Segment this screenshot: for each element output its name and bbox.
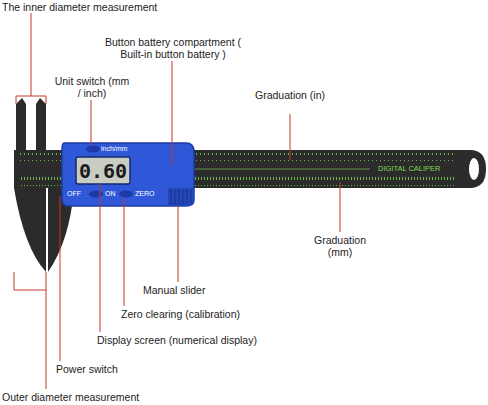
thumb-grip: [168, 188, 194, 206]
slider-leader: [178, 206, 179, 282]
lcd-screen: [76, 157, 130, 184]
mm-leader: [340, 182, 341, 232]
hang-hole: [469, 158, 479, 180]
display-leader: [100, 184, 101, 332]
callout-label: Power switch: [56, 363, 118, 375]
callout-label: Button battery compartment ( Built-in bu…: [97, 36, 249, 60]
power-leader: [60, 196, 61, 361]
slider-body: [62, 143, 194, 206]
callout-label: Manual slider: [143, 284, 205, 296]
inner-leader: [31, 13, 32, 96]
callout-label: Unit switch (mm / inch): [54, 75, 130, 99]
power-button: [89, 191, 103, 198]
callout-label: The inner diameter measurement: [2, 1, 157, 13]
leader-lines: [14, 13, 340, 389]
callout-label: Graduation (mm): [304, 234, 376, 258]
callout-label: Graduation (in): [254, 89, 326, 101]
callout-label: Outer diameter measurement: [2, 391, 139, 403]
inch-scale-left: [20, 153, 62, 161]
inch-leader: [290, 114, 291, 160]
scale-line: [195, 169, 370, 170]
button-text: ZERO: [135, 190, 154, 198]
inner-jaw-fixed: [16, 98, 26, 150]
mm-scale-left: [20, 177, 62, 186]
zero-leader: [124, 198, 125, 306]
inch-scale: [195, 153, 455, 161]
battery-leader: [172, 61, 173, 165]
inner-jaw-sliding: [36, 98, 46, 150]
outer-jaw-fixed: [14, 188, 46, 272]
mm-scale: [195, 177, 455, 186]
unit-leader: [91, 100, 92, 146]
brand-text: DIGITAL CALIPER: [378, 165, 441, 174]
callout-label: Display screen (numerical display): [97, 334, 257, 346]
outer-leader: [46, 290, 47, 389]
grip-ridges: [171, 190, 191, 205]
callout-label: Zero clearing (calibration): [121, 308, 240, 320]
zero-button: [119, 191, 133, 198]
inner-bracket: [16, 96, 46, 104]
button-text: OFF: [67, 190, 81, 198]
button-text: inch/mm: [101, 145, 127, 153]
button-text: ON: [105, 190, 116, 198]
lcd-reading: 0.60: [76, 158, 130, 185]
unit-button: [86, 146, 100, 153]
outer-bracket: [14, 272, 46, 290]
